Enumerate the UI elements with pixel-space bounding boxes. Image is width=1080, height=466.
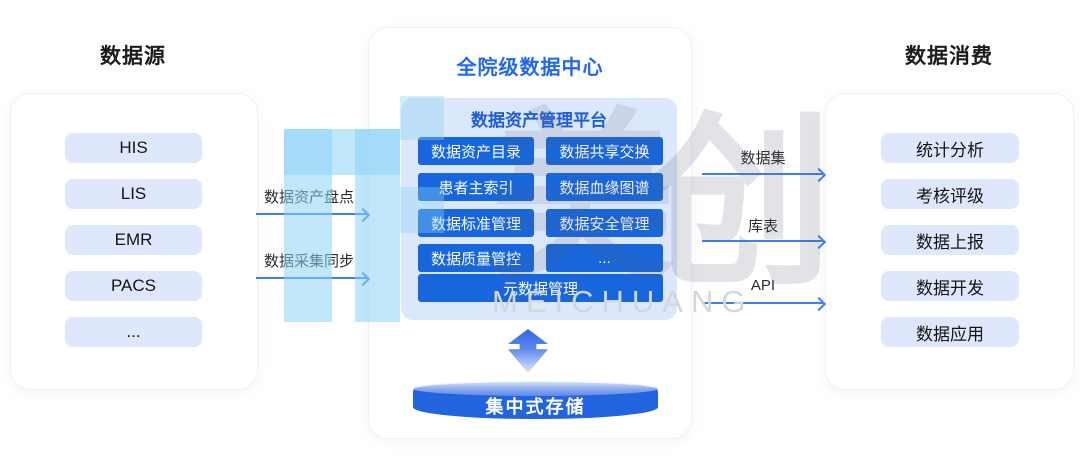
module-data-lineage-map: 数据血缘图谱: [546, 173, 663, 201]
data-consumption-panel: 统计分析 考核评级 数据上报 数据开发 数据应用: [825, 93, 1074, 390]
right-column-title: 数据消费: [905, 45, 993, 68]
module-data-standard-mgmt: 数据标准管理: [418, 209, 534, 237]
consumption-item: 数据开发: [881, 271, 1019, 301]
data-asset-platform: 数据资产管理平台 数据资产目录 数据共享交换 患者主索引 数据血缘图谱 数据标准…: [401, 98, 677, 320]
centralized-storage-label: 集中式存储: [485, 397, 586, 417]
centralized-storage-cylinder: 集中式存储: [413, 381, 658, 423]
data-center-panel: 全院级数据中心 数据资产管理平台 数据资产目录 数据共享交换 患者主索引 数据血…: [368, 27, 692, 439]
arrow-right-icon: [256, 277, 368, 279]
left-column-title: 数据源: [100, 45, 166, 68]
data-source-item: HIS: [65, 133, 202, 163]
left-arrow-label-1: 数据资产盘点: [263, 189, 354, 206]
arrow-right-icon: [702, 173, 824, 175]
consumption-item: 统计分析: [881, 133, 1019, 163]
consumption-item: 考核评级: [881, 179, 1019, 209]
left-arrow-label-2: 数据采集同步: [263, 253, 354, 270]
data-sources-panel: HIS LIS EMR PACS ...: [10, 93, 258, 390]
arrow-right-icon: [702, 240, 824, 242]
data-source-item-more: ...: [65, 317, 202, 347]
updown-arrow-icon: [508, 329, 548, 373]
arrow-right-icon: [256, 213, 368, 215]
module-metadata-mgmt: 元数据管理: [418, 274, 663, 302]
watermark-logo-block: [284, 129, 332, 322]
right-arrow-label-2: 库表: [747, 218, 778, 235]
right-arrow-label-1: 数据集: [740, 150, 786, 167]
arrow-right-icon: [702, 302, 824, 304]
module-more: ...: [546, 244, 663, 272]
module-patient-master-index: 患者主索引: [418, 173, 534, 201]
module-data-asset-catalog: 数据资产目录: [418, 137, 534, 165]
data-source-item: PACS: [65, 271, 202, 301]
module-data-security-mgmt: 数据安全管理: [546, 209, 663, 237]
platform-title: 数据资产管理平台: [471, 111, 607, 130]
consumption-item: 数据上报: [881, 225, 1019, 255]
module-data-sharing-exchange: 数据共享交换: [546, 137, 663, 165]
data-center-title: 全院级数据中心: [456, 57, 604, 79]
data-source-item: EMR: [65, 225, 202, 255]
cylinder-top-ellipse: [413, 381, 658, 396]
data-source-item: LIS: [65, 179, 202, 209]
right-arrow-label-3: API: [750, 277, 776, 294]
module-data-quality-control: 数据质量管控: [418, 244, 534, 272]
consumption-item: 数据应用: [881, 317, 1019, 347]
